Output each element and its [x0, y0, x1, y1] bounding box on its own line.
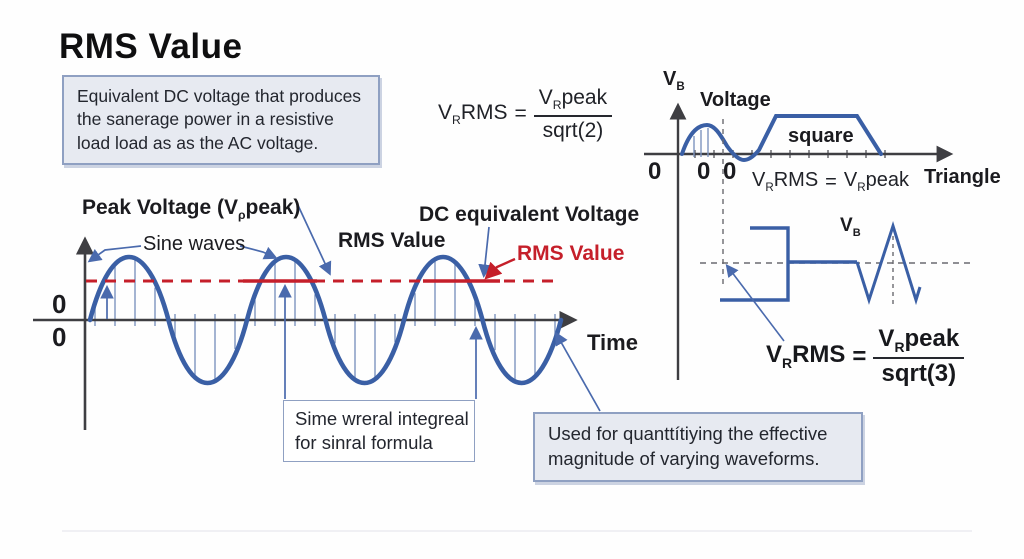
fraction: VRpeak sqrt(3) [873, 325, 965, 388]
equation-rhs: VRpeak [843, 169, 909, 194]
vb-axis-label: VB [663, 68, 685, 93]
vb-label-triangle-chart: VB [840, 215, 861, 239]
time-axis-label: Time [587, 330, 638, 355]
subscript-r: R [765, 181, 774, 194]
fraction-numerator: VRpeak [533, 86, 613, 117]
origin-zero-upper: 0 [52, 289, 67, 319]
subscript-r: R [552, 98, 562, 113]
origin-zero-lower: 0 [52, 322, 67, 352]
subscript-b: B [676, 80, 685, 93]
subscript-r: R [782, 354, 793, 371]
formula-lhs: VRRMS [766, 341, 846, 371]
rms-value-label: RMS Value [338, 229, 446, 252]
definition-line: load load as as the AC voltage. [77, 132, 319, 153]
sine-waves-label: Sine waves [143, 233, 246, 255]
peak-to-rms-callout [295, 200, 332, 276]
fraction-denominator: sqrt(2) [542, 118, 604, 142]
triangle-label: Triangle [924, 166, 1001, 188]
sine-wave-curve [87, 254, 564, 386]
sine-waves-callout-right [239, 245, 278, 260]
integral-caption-line: Sime wreral integreal [295, 408, 469, 429]
definition-line: Equivalent DC voltage that produces [77, 86, 362, 106]
page-title: RMS Value [59, 27, 243, 66]
zero-label: 0 [723, 158, 737, 185]
subscript-b: B [852, 226, 861, 239]
square-wave [720, 226, 790, 302]
usage-box-callout [554, 331, 601, 412]
fraction: VRpeak sqrt(2) [533, 86, 613, 142]
fraction-denominator: sqrt(3) [881, 360, 957, 388]
square-rms-equation: VRRMS = VRpeak [752, 169, 909, 195]
sine-waves-callout-left [87, 245, 142, 263]
equals-sign: = [825, 170, 837, 193]
square-label: square [788, 125, 854, 147]
subscript-rho: ρ [238, 208, 246, 223]
voltage-label: Voltage [700, 89, 771, 111]
rms-triangle-formula: VRRMS = VRpeak sqrt(3) [766, 325, 965, 388]
integral-caption-box: Sime wreral integreal for sinral formula [283, 400, 475, 463]
dc-voltage-arrow [478, 226, 492, 279]
equals-sign: = [514, 102, 527, 126]
rms-sine-formula: VRRMS = VRpeak sqrt(2) [438, 86, 613, 142]
rms-red-callout [484, 257, 516, 280]
subscript-r: R [452, 112, 461, 127]
hump-and-square-curve [680, 114, 883, 163]
zero-label: 0 [648, 158, 662, 185]
sampling-lines [94, 150, 886, 381]
dc-equivalent-label: DC equivalent Voltage [419, 203, 640, 226]
integral-caption-line: for sinral formula [295, 432, 433, 454]
zero-label: 0 [697, 158, 711, 185]
usage-caption-box: Used for quanttítiying the effective mag… [533, 412, 863, 482]
triangle-wave [855, 221, 922, 306]
subscript-r: R [857, 181, 866, 194]
definition-line: the sanerage power in a resistive [77, 109, 334, 130]
equation-lhs: VRRMS [752, 169, 819, 194]
definition-box: Equivalent DC voltage that produces the … [62, 75, 380, 166]
usage-caption-line: Used for quanttítiying the effective [548, 423, 828, 444]
fraction-numerator: VRpeak [873, 325, 965, 360]
triangle-formula-callout [725, 263, 785, 342]
usage-caption-line: magnitude of varying waveforms. [548, 447, 820, 469]
peak-voltage-label: Peak Voltage (Vρpeak) [82, 196, 301, 223]
equals-sign: = [852, 342, 867, 370]
subscript-r: R [894, 338, 905, 355]
rms-value-red-label: RMS Value [517, 242, 625, 265]
formula-lhs: VRRMS [438, 100, 508, 127]
